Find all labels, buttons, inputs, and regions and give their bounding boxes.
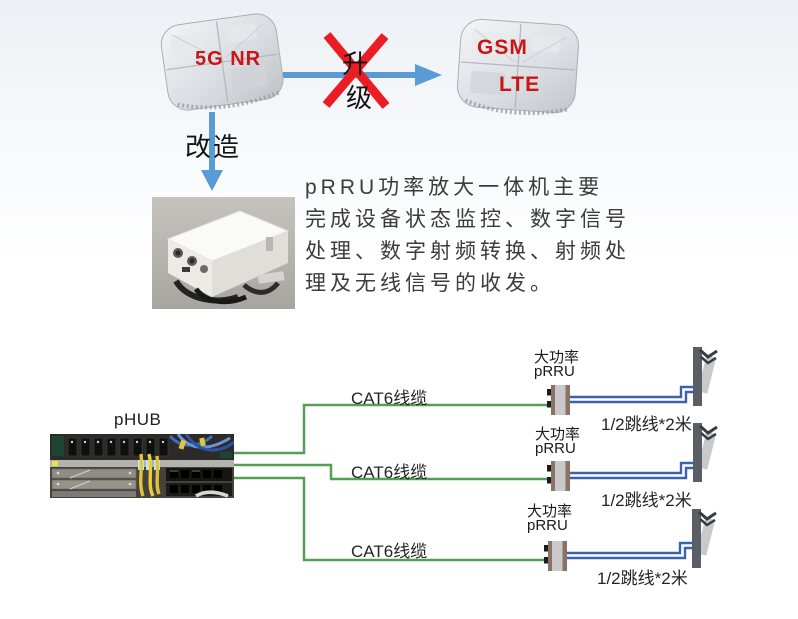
- prru-unit-label-1: 大功率 pRRU: [534, 349, 580, 380]
- phub-photo: [50, 434, 234, 498]
- antenna-icons: [692, 347, 718, 568]
- description-line: 理及无线信号的收发。: [305, 272, 555, 295]
- prru-unit-photo: [152, 197, 295, 309]
- jumper-line-2: [570, 461, 693, 480]
- fiber-connectors: [138, 453, 161, 497]
- jumper-label-3: 1/2跳线*2米: [597, 569, 688, 588]
- port-panels: [166, 468, 232, 498]
- prru-box-icon: [544, 541, 567, 571]
- upgrade-label-line1: 升: [342, 49, 371, 79]
- cat6-cable-label-1: CAT6线缆: [351, 389, 428, 408]
- antenna-icon: [693, 423, 718, 482]
- prru-box-icon: [547, 461, 570, 491]
- description-line: pRRU功率放大一体机主要: [305, 176, 604, 199]
- antenna-icon: [693, 347, 718, 406]
- upgrade-label-line2: 级: [346, 83, 375, 113]
- description-line: 完成设备状态监控、数字信号: [305, 208, 630, 231]
- unit-label-line1: 大功率: [534, 349, 580, 366]
- jumper-label-1: 1/2跳线*2米: [601, 415, 692, 434]
- blue-cables: [168, 434, 234, 458]
- prru-unit-label-2: 大功率 pRRU: [535, 426, 581, 457]
- retrofit-label: 改造: [185, 132, 242, 162]
- device-label-5g-nr: 5G NR: [195, 48, 262, 70]
- cat6-cable-label-3: CAT6线缆: [351, 542, 428, 561]
- description-text: pRRU功率放大一体机主要 完成设备状态监控、数字信号 处理、数字射频转换、射频…: [305, 172, 630, 300]
- prru-box-icons: [544, 385, 570, 571]
- device-label-gsm: GSM: [477, 36, 528, 59]
- cat6-cable-label-2: CAT6线缆: [351, 463, 428, 482]
- antenna-icon: [692, 509, 717, 568]
- unit-label-line2: pRRU: [535, 440, 576, 457]
- breaker-row: [52, 436, 169, 457]
- cat6-cable-line-1: [233, 403, 548, 455]
- unit-label-line1: 大功率: [535, 426, 581, 443]
- unit-label-line1: 大功率: [527, 503, 573, 520]
- unit-label-line2: pRRU: [527, 517, 568, 534]
- ceiling-ap-device-left: [160, 13, 284, 111]
- unit-label-line2: pRRU: [534, 363, 575, 380]
- prru-box-icon: [547, 385, 570, 415]
- phub-label: pHUB: [114, 410, 162, 429]
- device-label-lte: LTE: [499, 73, 541, 96]
- jumper-line-3: [567, 541, 692, 560]
- description-line: 处理、数字射频转换、射频处: [305, 240, 630, 263]
- blade-panels: [51, 468, 137, 497]
- prru-unit-label-3: 大功率 pRRU: [527, 503, 573, 534]
- ceiling-ap-device-right: [456, 18, 580, 115]
- jumper-label-2: 1/2跳线*2米: [601, 491, 692, 510]
- jumper-line-1: [570, 385, 693, 404]
